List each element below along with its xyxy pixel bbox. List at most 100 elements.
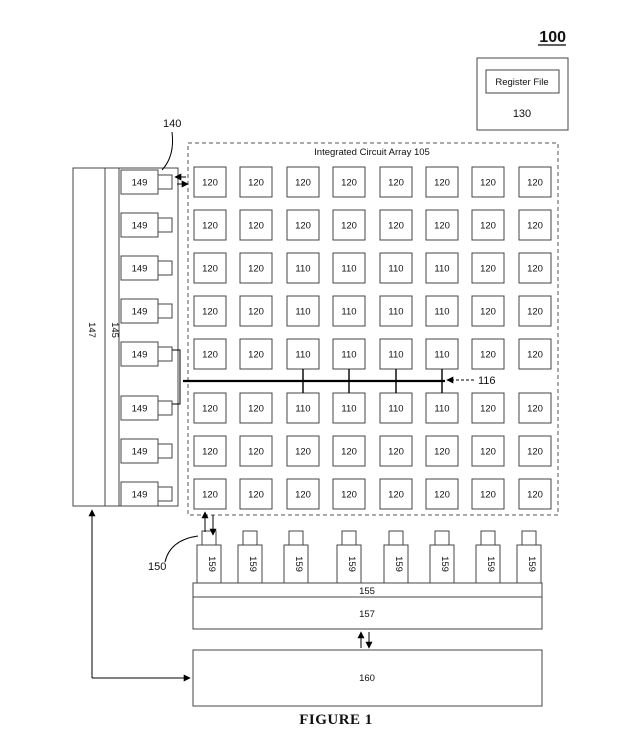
array-cell: 120 — [471, 166, 505, 198]
array-cell-label: 120 — [248, 404, 264, 415]
bottom-port: 159 — [283, 530, 309, 584]
array-cell: 120 — [425, 478, 459, 510]
controller-160: 160 — [88, 509, 543, 707]
array-cell: 110 — [425, 338, 459, 370]
array-cell: 120 — [193, 166, 227, 198]
array-cell: 120 — [471, 252, 505, 284]
array-cell: 120 — [379, 209, 413, 241]
array-cell: 120 — [379, 478, 413, 510]
left-port: 149 — [120, 169, 173, 195]
array-cell-label: 120 — [480, 178, 496, 189]
array-cell: 110 — [379, 338, 413, 370]
array-cell-label: 120 — [480, 447, 496, 458]
callout-140: 140 — [161, 118, 189, 188]
bottom-port-label: 159 — [346, 556, 357, 572]
left-port-label: 149 — [132, 350, 148, 361]
callout-150: 150 — [148, 511, 217, 573]
bottom-port-label: 159 — [393, 556, 404, 572]
array-cell: 120 — [239, 338, 273, 370]
array-cell-label: 120 — [202, 178, 218, 189]
array-cell: 120 — [379, 435, 413, 467]
array-cell-label: 120 — [527, 264, 543, 275]
figure-caption: FIGURE 1 — [299, 712, 373, 728]
array-cell: 120 — [193, 338, 227, 370]
register-ref-label: 130 — [513, 108, 531, 120]
register-file-block: Register File 130 — [476, 57, 569, 131]
interconnect-116: 116 — [183, 369, 496, 393]
bottom-port-label: 159 — [439, 556, 450, 572]
bottom-port: 159 — [429, 530, 455, 584]
array-cell: 110 — [286, 338, 320, 370]
array-cell: 120 — [471, 295, 505, 327]
left-port-label: 149 — [132, 221, 148, 232]
left-port: 149 — [120, 481, 173, 507]
bottom-port-label: 159 — [526, 556, 537, 572]
left-port: 149 — [120, 438, 173, 464]
array-cell-label: 120 — [480, 307, 496, 318]
array-cell-label: 120 — [527, 350, 543, 361]
left-port-label: 149 — [132, 447, 148, 458]
array-cell: 110 — [332, 392, 366, 424]
left-bus-inner-label: 145 — [109, 322, 120, 338]
array-cell-label: 120 — [248, 490, 264, 501]
array-cell: 120 — [471, 478, 505, 510]
callout-140-label: 140 — [163, 118, 181, 130]
bottom-port-label: 159 — [293, 556, 304, 572]
array-cell: 120 — [518, 252, 552, 284]
array-cell: 120 — [239, 478, 273, 510]
array-cell-label: 110 — [295, 404, 310, 415]
array-cell: 110 — [286, 252, 320, 284]
array-cell-label: 120 — [202, 350, 218, 361]
array-cell: 110 — [332, 295, 366, 327]
array-cell: 120 — [332, 478, 366, 510]
left-port: 149 — [120, 255, 173, 281]
array-cell: 120 — [379, 166, 413, 198]
array-cell-label: 110 — [388, 404, 403, 415]
interconnect-label: 116 — [478, 375, 496, 387]
array-cell: 120 — [193, 435, 227, 467]
array-cell: 120 — [332, 209, 366, 241]
array-cell-label: 120 — [248, 221, 264, 232]
array-cell-label: 120 — [295, 490, 311, 501]
array-cell-label: 120 — [527, 221, 543, 232]
array-cell: 120 — [239, 435, 273, 467]
array-cell: 120 — [471, 435, 505, 467]
array-cell: 120 — [471, 338, 505, 370]
array-cell-label: 120 — [527, 447, 543, 458]
callout-150-label: 150 — [148, 561, 166, 573]
left-port: 149 — [120, 212, 173, 238]
bottom-port: 159 — [237, 530, 263, 584]
array-cell: 120 — [518, 435, 552, 467]
left-port-label: 149 — [132, 404, 148, 415]
array-cell: 110 — [379, 295, 413, 327]
array-cell-label: 110 — [434, 307, 449, 318]
controller-label: 160 — [359, 673, 375, 684]
array-cell-label: 110 — [434, 264, 449, 275]
bottom-bus: 155 157 — [192, 582, 543, 630]
array-cell-label: 110 — [388, 264, 403, 275]
array-cell-label: 120 — [202, 404, 218, 415]
array-cell-label: 120 — [202, 221, 218, 232]
array-cell: 120 — [425, 435, 459, 467]
array-cell: 110 — [425, 252, 459, 284]
array-cell: 120 — [518, 478, 552, 510]
array-cell: 120 — [286, 209, 320, 241]
register-file-label: Register File — [495, 77, 548, 88]
array-cell-label: 110 — [341, 307, 356, 318]
bottom-port: 159 — [475, 530, 501, 584]
array-cell-label: 120 — [248, 264, 264, 275]
bottom-port: 159 — [336, 530, 362, 584]
array-cell: 120 — [193, 295, 227, 327]
array-cell-label: 120 — [388, 221, 404, 232]
array-cell-label: 120 — [388, 490, 404, 501]
array-cell-label: 120 — [527, 404, 543, 415]
array-cell-label: 120 — [248, 350, 264, 361]
array-cell-label: 120 — [248, 447, 264, 458]
array-cell-label: 120 — [527, 178, 543, 189]
bottom-port-label: 159 — [247, 556, 258, 572]
array-cell-label: 120 — [480, 404, 496, 415]
array-cell-label: 120 — [295, 221, 311, 232]
array-cell-label: 110 — [341, 350, 356, 361]
array-cell-label: 110 — [341, 404, 356, 415]
